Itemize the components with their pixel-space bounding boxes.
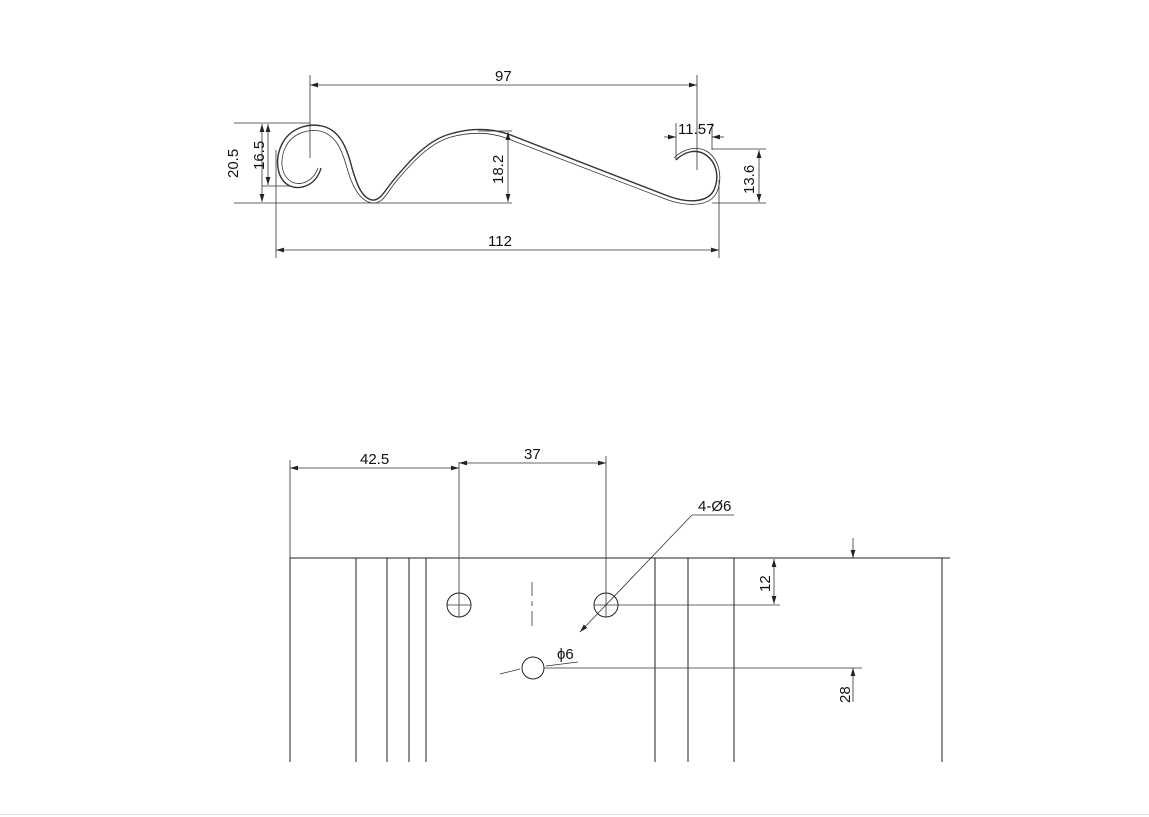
dim-right-curl-width: 11.57 <box>678 121 714 138</box>
dim-hole-offset-vertical: 12 <box>757 575 774 592</box>
dim-left-offset: 42.5 <box>360 451 389 468</box>
callout-single-hole: ϕ6 <box>557 646 574 663</box>
profile-curve <box>276 124 718 202</box>
dim-middle-height: 18.2 <box>490 155 507 184</box>
dim-bottom-offset: 28 <box>837 686 854 703</box>
profile-curve-inner <box>281 130 721 205</box>
dim-left-inner-height: 16.5 <box>251 141 268 170</box>
dim-right-curl-height: 13.6 <box>741 165 758 194</box>
dim-top-width: 97 <box>495 68 512 85</box>
page-divider <box>0 814 1149 815</box>
profile-view: 97 112 20.5 16.5 18.2 11.57 13.6 <box>225 68 766 258</box>
dim-hole-spacing: 37 <box>524 446 541 463</box>
plan-view: 42.5 37 4-Ø6 ϕ6 12 28 <box>289 446 950 762</box>
dim-overall-width: 112 <box>488 233 512 250</box>
callout-hole-diameter: 4-Ø6 <box>698 498 731 515</box>
dim-left-outer-height: 20.5 <box>225 149 242 178</box>
hole-single <box>521 656 545 680</box>
